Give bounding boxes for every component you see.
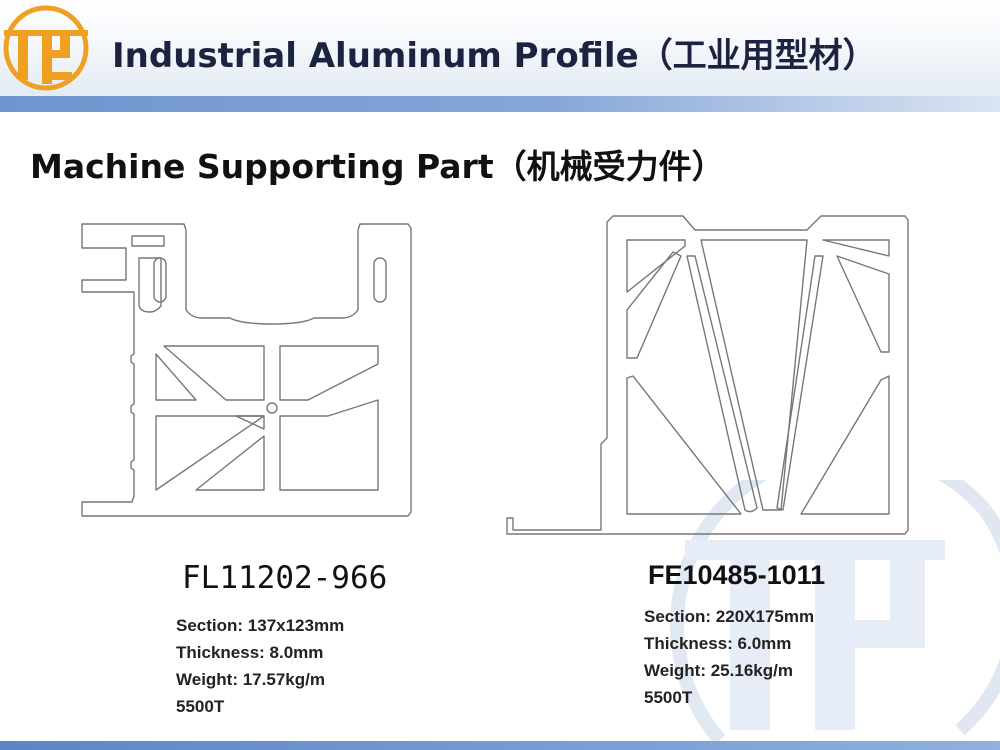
spec-thickness: Thickness: 8.0mm — [176, 643, 324, 662]
profile-fl11202-966-drawing — [81, 223, 412, 517]
footer-bar — [0, 741, 1000, 750]
product-specs-2: Section: 220X175mm Thickness: 6.0mm Weig… — [644, 603, 814, 711]
spec-section: Section: 220X175mm — [644, 607, 815, 626]
spec-press: 5500T — [644, 688, 693, 707]
spec-section: Section: 137x123mm — [176, 616, 345, 635]
header-accent-bar — [0, 96, 1000, 112]
product-code-2: FE10485-1011 — [648, 560, 826, 590]
product-specs-1: Section: 137x123mm Thickness: 8.0mm Weig… — [176, 612, 344, 720]
watermark-logo-icon — [670, 480, 1000, 745]
section-title: Machine Supporting Part（机械受力件） — [30, 147, 725, 186]
spec-thickness: Thickness: 6.0mm — [644, 634, 792, 653]
page-title: Industrial Aluminum Profile（工业用型材） — [112, 36, 877, 76]
spec-weight: Weight: 25.16kg/m — [644, 661, 793, 680]
spec-weight: Weight: 17.57kg/m — [176, 670, 325, 689]
company-logo-icon — [3, 5, 89, 91]
header-band — [0, 0, 1000, 112]
profile-fe10485-1011-drawing — [506, 215, 909, 535]
spec-press: 5500T — [176, 697, 225, 716]
product-code-1: FL11202-966 — [182, 560, 388, 596]
